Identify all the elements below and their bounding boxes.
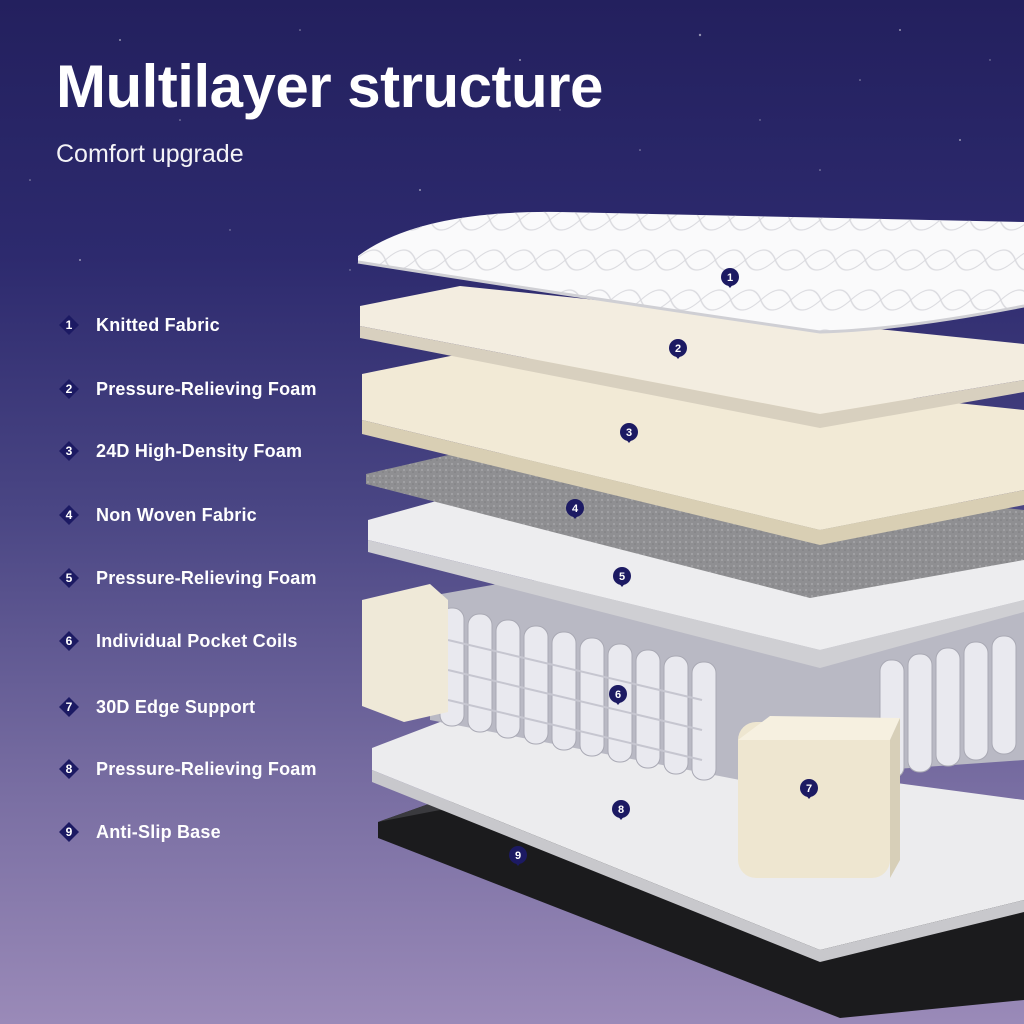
layer-pressure-relieving-foam-top xyxy=(360,286,1024,428)
legend-item-high-density-foam: 3 24D High-Density Foam xyxy=(58,436,302,466)
legend-number: 6 xyxy=(65,634,73,648)
legend-item-pressure-relieving-foam: 2 Pressure-Relieving Foam xyxy=(58,374,317,404)
layer-edge-support xyxy=(362,584,900,878)
legend-item-pressure-relieving-foam-3: 8 Pressure-Relieving Foam xyxy=(58,754,317,784)
layer-non-woven-fabric xyxy=(366,450,1024,598)
legend-label: 30D Edge Support xyxy=(96,696,256,717)
legend-item-edge-support: 7 30D Edge Support xyxy=(58,692,255,722)
pin-1-icon: 1 xyxy=(721,268,739,288)
mattress-layers-illustration: 1 2 3 4 5 6 7 8 9 xyxy=(357,211,1024,1018)
number-badge-icon: 3 xyxy=(58,440,80,462)
legend-number: 7 xyxy=(65,700,73,714)
legend-item-anti-slip-base: 9 Anti-Slip Base xyxy=(58,817,221,847)
legend-number: 9 xyxy=(65,825,73,839)
layer-pressure-relieving-foam-middle xyxy=(368,500,1024,668)
pin-6-icon: 6 xyxy=(609,685,627,705)
legend-label: Individual Pocket Coils xyxy=(96,630,298,651)
svg-text:8: 8 xyxy=(618,804,624,816)
legend-label: Knitted Fabric xyxy=(96,314,220,335)
page-subtitle: Comfort upgrade xyxy=(56,140,244,168)
legend-number: 5 xyxy=(65,571,73,585)
svg-text:2: 2 xyxy=(675,343,681,355)
svg-text:3: 3 xyxy=(626,427,632,439)
legend-number: 8 xyxy=(65,762,73,776)
number-badge-icon: 8 xyxy=(58,758,80,780)
svg-text:9: 9 xyxy=(515,850,521,862)
pin-7-icon: 7 xyxy=(800,779,818,799)
legend-label: Non Woven Fabric xyxy=(96,504,257,525)
legend-number: 2 xyxy=(65,382,73,396)
legend-label: Pressure-Relieving Foam xyxy=(96,567,317,588)
svg-text:4: 4 xyxy=(572,503,579,515)
number-badge-icon: 2 xyxy=(58,378,80,400)
number-badge-icon: 9 xyxy=(58,821,80,843)
legend-item-pocket-coils: 6 Individual Pocket Coils xyxy=(58,626,298,656)
svg-text:5: 5 xyxy=(619,571,625,583)
svg-text:7: 7 xyxy=(806,783,812,795)
number-badge-icon: 5 xyxy=(58,567,80,589)
page-title: Multilayer structure xyxy=(56,53,603,120)
legend-label: Anti-Slip Base xyxy=(96,821,221,842)
legend-item-non-woven-fabric: 4 Non Woven Fabric xyxy=(58,500,257,530)
legend-item-knitted-fabric: 1 Knitted Fabric xyxy=(58,310,220,340)
number-badge-icon: 6 xyxy=(58,630,80,652)
legend-number: 3 xyxy=(65,444,73,458)
pin-4-icon: 4 xyxy=(566,499,584,519)
number-badge-icon: 4 xyxy=(58,504,80,526)
pin-3-icon: 3 xyxy=(620,423,638,443)
pin-9-icon: 9 xyxy=(509,846,527,866)
layer-knitted-fabric xyxy=(357,211,1024,334)
pin-8-icon: 8 xyxy=(612,800,630,820)
legend-number: 4 xyxy=(65,508,73,522)
legend-label: Pressure-Relieving Foam xyxy=(96,378,317,399)
legend-label: 24D High-Density Foam xyxy=(96,440,303,461)
legend-label: Pressure-Relieving Foam xyxy=(96,758,317,779)
svg-text:1: 1 xyxy=(727,272,733,284)
svg-text:6: 6 xyxy=(615,689,621,701)
legend-item-pressure-relieving-foam-2: 5 Pressure-Relieving Foam xyxy=(58,563,317,593)
pin-5-icon: 5 xyxy=(613,567,631,587)
legend-number: 1 xyxy=(65,318,73,332)
number-badge-icon: 1 xyxy=(58,314,80,336)
number-badge-icon: 7 xyxy=(58,696,80,718)
pin-2-icon: 2 xyxy=(669,339,687,359)
